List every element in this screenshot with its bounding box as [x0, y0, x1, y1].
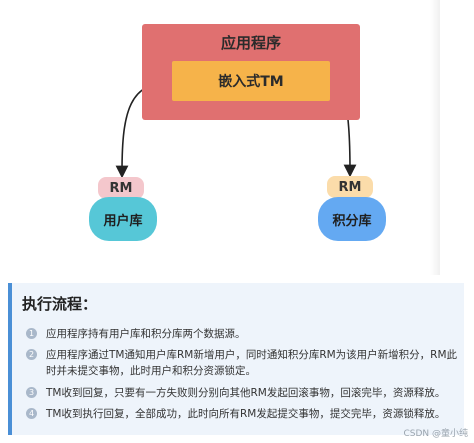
flow-title: 执行流程： [22, 295, 98, 313]
step-number: 1 [26, 328, 37, 339]
step-text: 应用程序通过TM通知用户库RM新增用户，同时通知积分库RM为该用户新增积分，RM… [46, 349, 458, 377]
left-rm-tag: RM [98, 177, 144, 199]
step-number: 4 [26, 408, 37, 419]
step-number: 3 [26, 387, 37, 398]
application-box: 应用程序 嵌入式TM [142, 24, 360, 120]
points-db-node: 积分库 [318, 197, 386, 241]
step-text: TM收到回复，只要有一方失败则分别向其他RM发起回滚事物，回滚完毕，资源释放。 [46, 387, 446, 399]
embedded-tm-box: 嵌入式TM [172, 61, 330, 101]
architecture-diagram: 应用程序 嵌入式TM RM 用户库 RM 积分库 [89, 24, 386, 241]
right-rm-tag: RM [327, 176, 373, 198]
execution-flow-panel: 执行流程： 1 应用程序持有用户库和积分库两个数据源。 2 应用程序通过TM通知… [8, 283, 464, 435]
user-db-node: 用户库 [89, 197, 157, 241]
step-text: TM收到执行回复，全部成功，此时向所有RM发起提交事物，提交完毕，资源锁释放。 [46, 408, 446, 420]
step-text: 应用程序持有用户库和积分库两个数据源。 [46, 328, 246, 340]
step-number: 2 [26, 349, 37, 360]
application-label: 应用程序 [220, 34, 281, 52]
panel-edge-shadow [430, 0, 440, 275]
watermark-text: CSDN @童小纯 [403, 429, 468, 439]
